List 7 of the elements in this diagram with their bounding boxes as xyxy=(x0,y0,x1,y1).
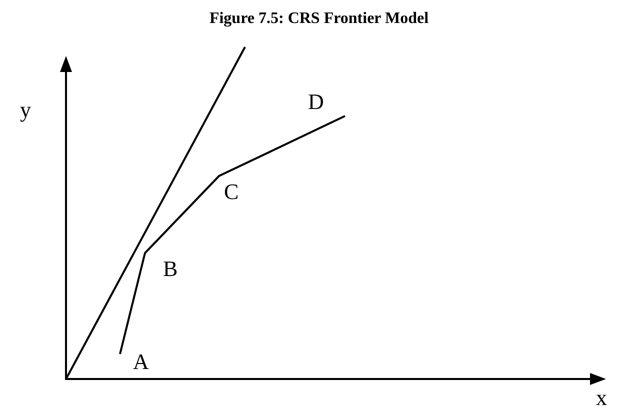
axis-label: x xyxy=(596,386,607,409)
point-label: D xyxy=(308,90,324,114)
axis-label: y xyxy=(20,98,31,122)
chart-title: Figure 7.5: CRS Frontier Model xyxy=(208,10,430,28)
point-label: B xyxy=(163,257,178,281)
point-label: C xyxy=(224,180,239,204)
point-label: A xyxy=(133,350,149,374)
